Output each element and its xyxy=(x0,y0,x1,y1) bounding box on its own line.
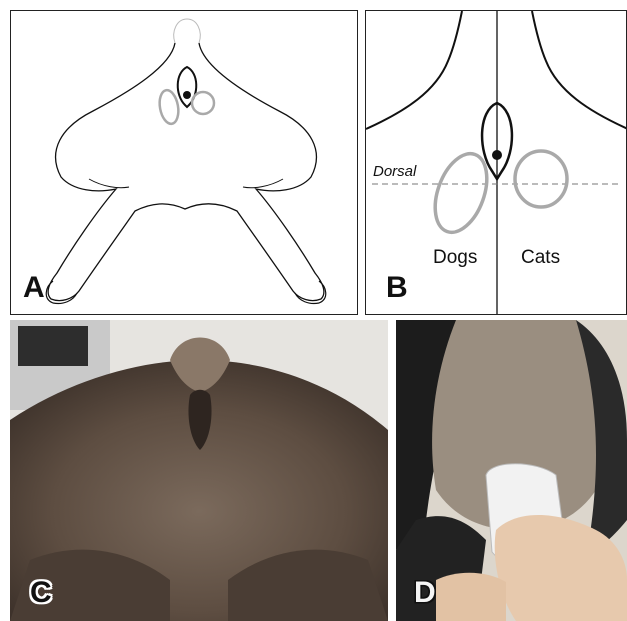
panel-b: Dorsal Dogs Cats B xyxy=(365,10,627,315)
right-thigh-line xyxy=(243,179,283,188)
dog-perineum-photo xyxy=(10,320,388,621)
left-body-curve xyxy=(366,11,462,129)
dogs-label: Dogs xyxy=(433,247,477,269)
cat-gland-marker xyxy=(515,151,567,207)
perineal-outline-illustration xyxy=(11,11,358,315)
panel-label-b: B xyxy=(386,273,408,303)
left-thigh-line xyxy=(89,179,129,188)
anus-marker xyxy=(183,91,191,99)
cats-label: Cats xyxy=(521,247,560,269)
panel-label-a: A xyxy=(23,273,45,303)
panel-d: D xyxy=(396,320,627,621)
left-gland-marker xyxy=(157,89,181,126)
tail-outline xyxy=(174,19,201,43)
panel-a: A xyxy=(10,10,358,315)
right-body-curve xyxy=(532,11,627,129)
right-gland-marker xyxy=(192,92,214,114)
panel-label-c: C xyxy=(30,578,52,608)
dorsal-label: Dorsal xyxy=(373,163,416,180)
anus-marker-b xyxy=(492,150,502,160)
body-outline xyxy=(48,43,324,301)
vulva-outline xyxy=(178,67,197,107)
panel-c: C xyxy=(10,320,388,621)
panel-label-d: D xyxy=(414,578,436,608)
